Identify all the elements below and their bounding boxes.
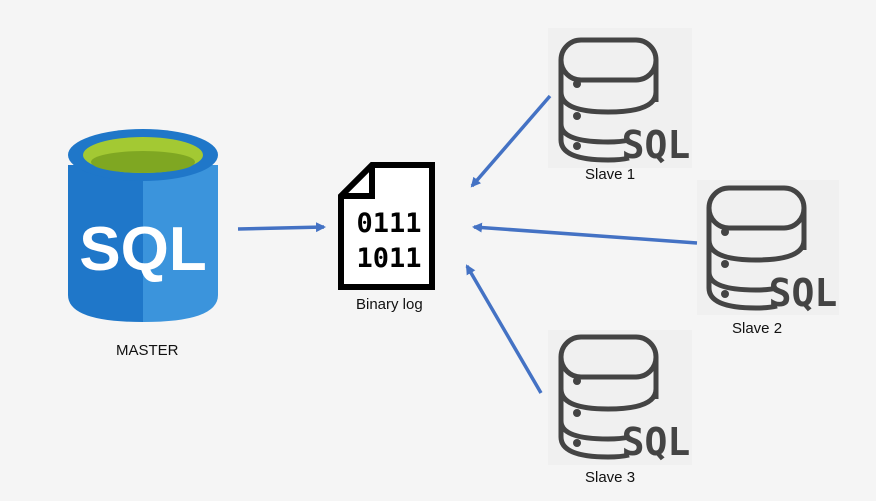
master-label: MASTER <box>116 342 179 359</box>
slave3-label: Slave 3 <box>585 469 636 486</box>
sql-database-icon: SQL <box>68 129 218 322</box>
binary-digits-line1: 0111 <box>356 208 421 239</box>
binary-log-label: Binary log <box>356 296 423 313</box>
slave2-label: Slave 2 <box>732 320 783 337</box>
binary-file-icon: 0111 1011 <box>338 162 435 290</box>
arrow-slave2-to-binlog <box>472 222 698 245</box>
binary-digits-line2: 1011 <box>356 243 421 274</box>
slave2-node: SQL <box>697 180 839 315</box>
binary-log-node: 0111 1011 <box>338 162 435 290</box>
slave3-node: SQL <box>548 330 692 465</box>
server-sql-icon: SQL <box>697 180 839 315</box>
server-sql-icon: SQL <box>548 28 692 168</box>
arrow-master-to-binlog <box>237 222 326 233</box>
arrow-slave1-to-binlog <box>470 94 552 188</box>
slave1-label: Slave 1 <box>585 166 636 183</box>
slave2-icon-text: SQL <box>769 271 838 315</box>
server-sql-icon: SQL <box>548 330 692 465</box>
slave3-icon-text: SQL <box>622 420 691 464</box>
slave1-node: SQL <box>548 28 692 168</box>
slave1-icon-text: SQL <box>622 123 691 167</box>
master-node: SQL <box>68 129 218 322</box>
arrow-slave3-to-binlog <box>465 264 543 394</box>
master-icon-text: SQL <box>79 215 206 284</box>
